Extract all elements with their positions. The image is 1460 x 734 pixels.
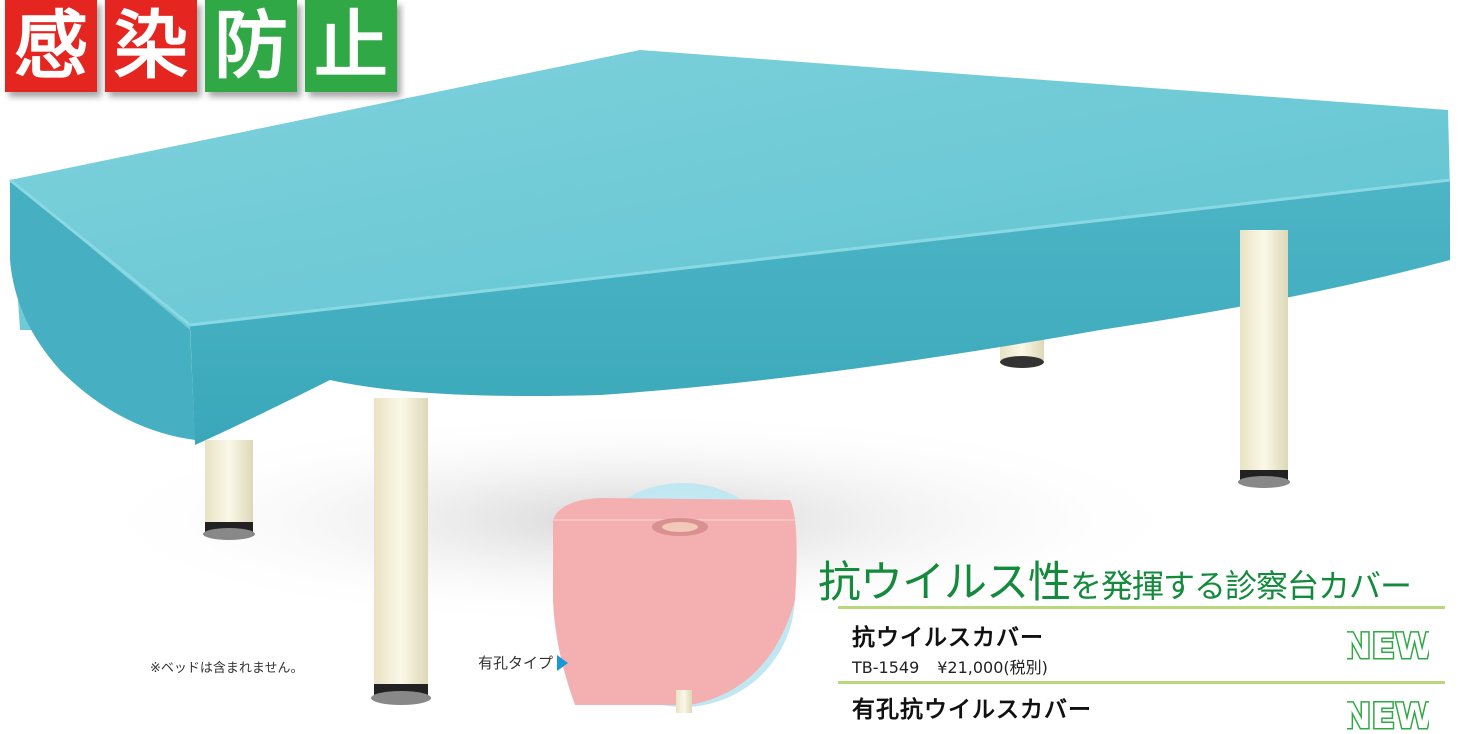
badge-char: 感 (5, 0, 97, 92)
hole-type-label: 有孔タイプ (478, 652, 569, 673)
product-item: 有孔抗ウイルスカバー (852, 690, 1092, 724)
bed-illustration (9, 50, 1451, 713)
new-badge-text: NEW (1347, 697, 1429, 734)
new-badge: NEW (1347, 626, 1429, 664)
infection-prevention-badges: 感 染 防 止 (5, 0, 397, 92)
hole-type-text: 有孔タイプ (478, 654, 554, 672)
new-badge: NEW (1347, 696, 1429, 734)
product-name: 有孔抗ウイルスカバー (852, 697, 1092, 723)
bed-not-included-note: ※ベッドは含まれません。 (150, 661, 304, 676)
product-meta: TB-1549 ¥21,000(税別) (852, 654, 1066, 678)
product-name: 抗ウイルスカバー (852, 625, 1044, 651)
headline: 抗ウイルス性を発揮する診察台カバー (818, 548, 1412, 610)
headline-sub: を発揮する診察台カバー (1070, 567, 1412, 605)
divider (838, 681, 1445, 684)
product-price: ¥21,000(税別) (937, 658, 1048, 677)
bed-leg (203, 440, 255, 540)
arrow-right-icon (557, 654, 569, 671)
new-badge-text: NEW (1347, 627, 1429, 664)
bed-leg (371, 398, 431, 705)
headline-main: 抗ウイルス性 (818, 558, 1071, 608)
bed-leg (1238, 230, 1290, 488)
badge-char: 止 (305, 0, 397, 92)
product-item: 抗ウイルスカバー TB-1549 ¥21,000(税別) (852, 618, 1066, 678)
divider (838, 606, 1445, 609)
badge-char: 防 (205, 0, 297, 92)
product-code: TB-1549 (852, 658, 920, 677)
hole-type-inset (553, 483, 797, 713)
badge-char: 染 (105, 0, 197, 92)
